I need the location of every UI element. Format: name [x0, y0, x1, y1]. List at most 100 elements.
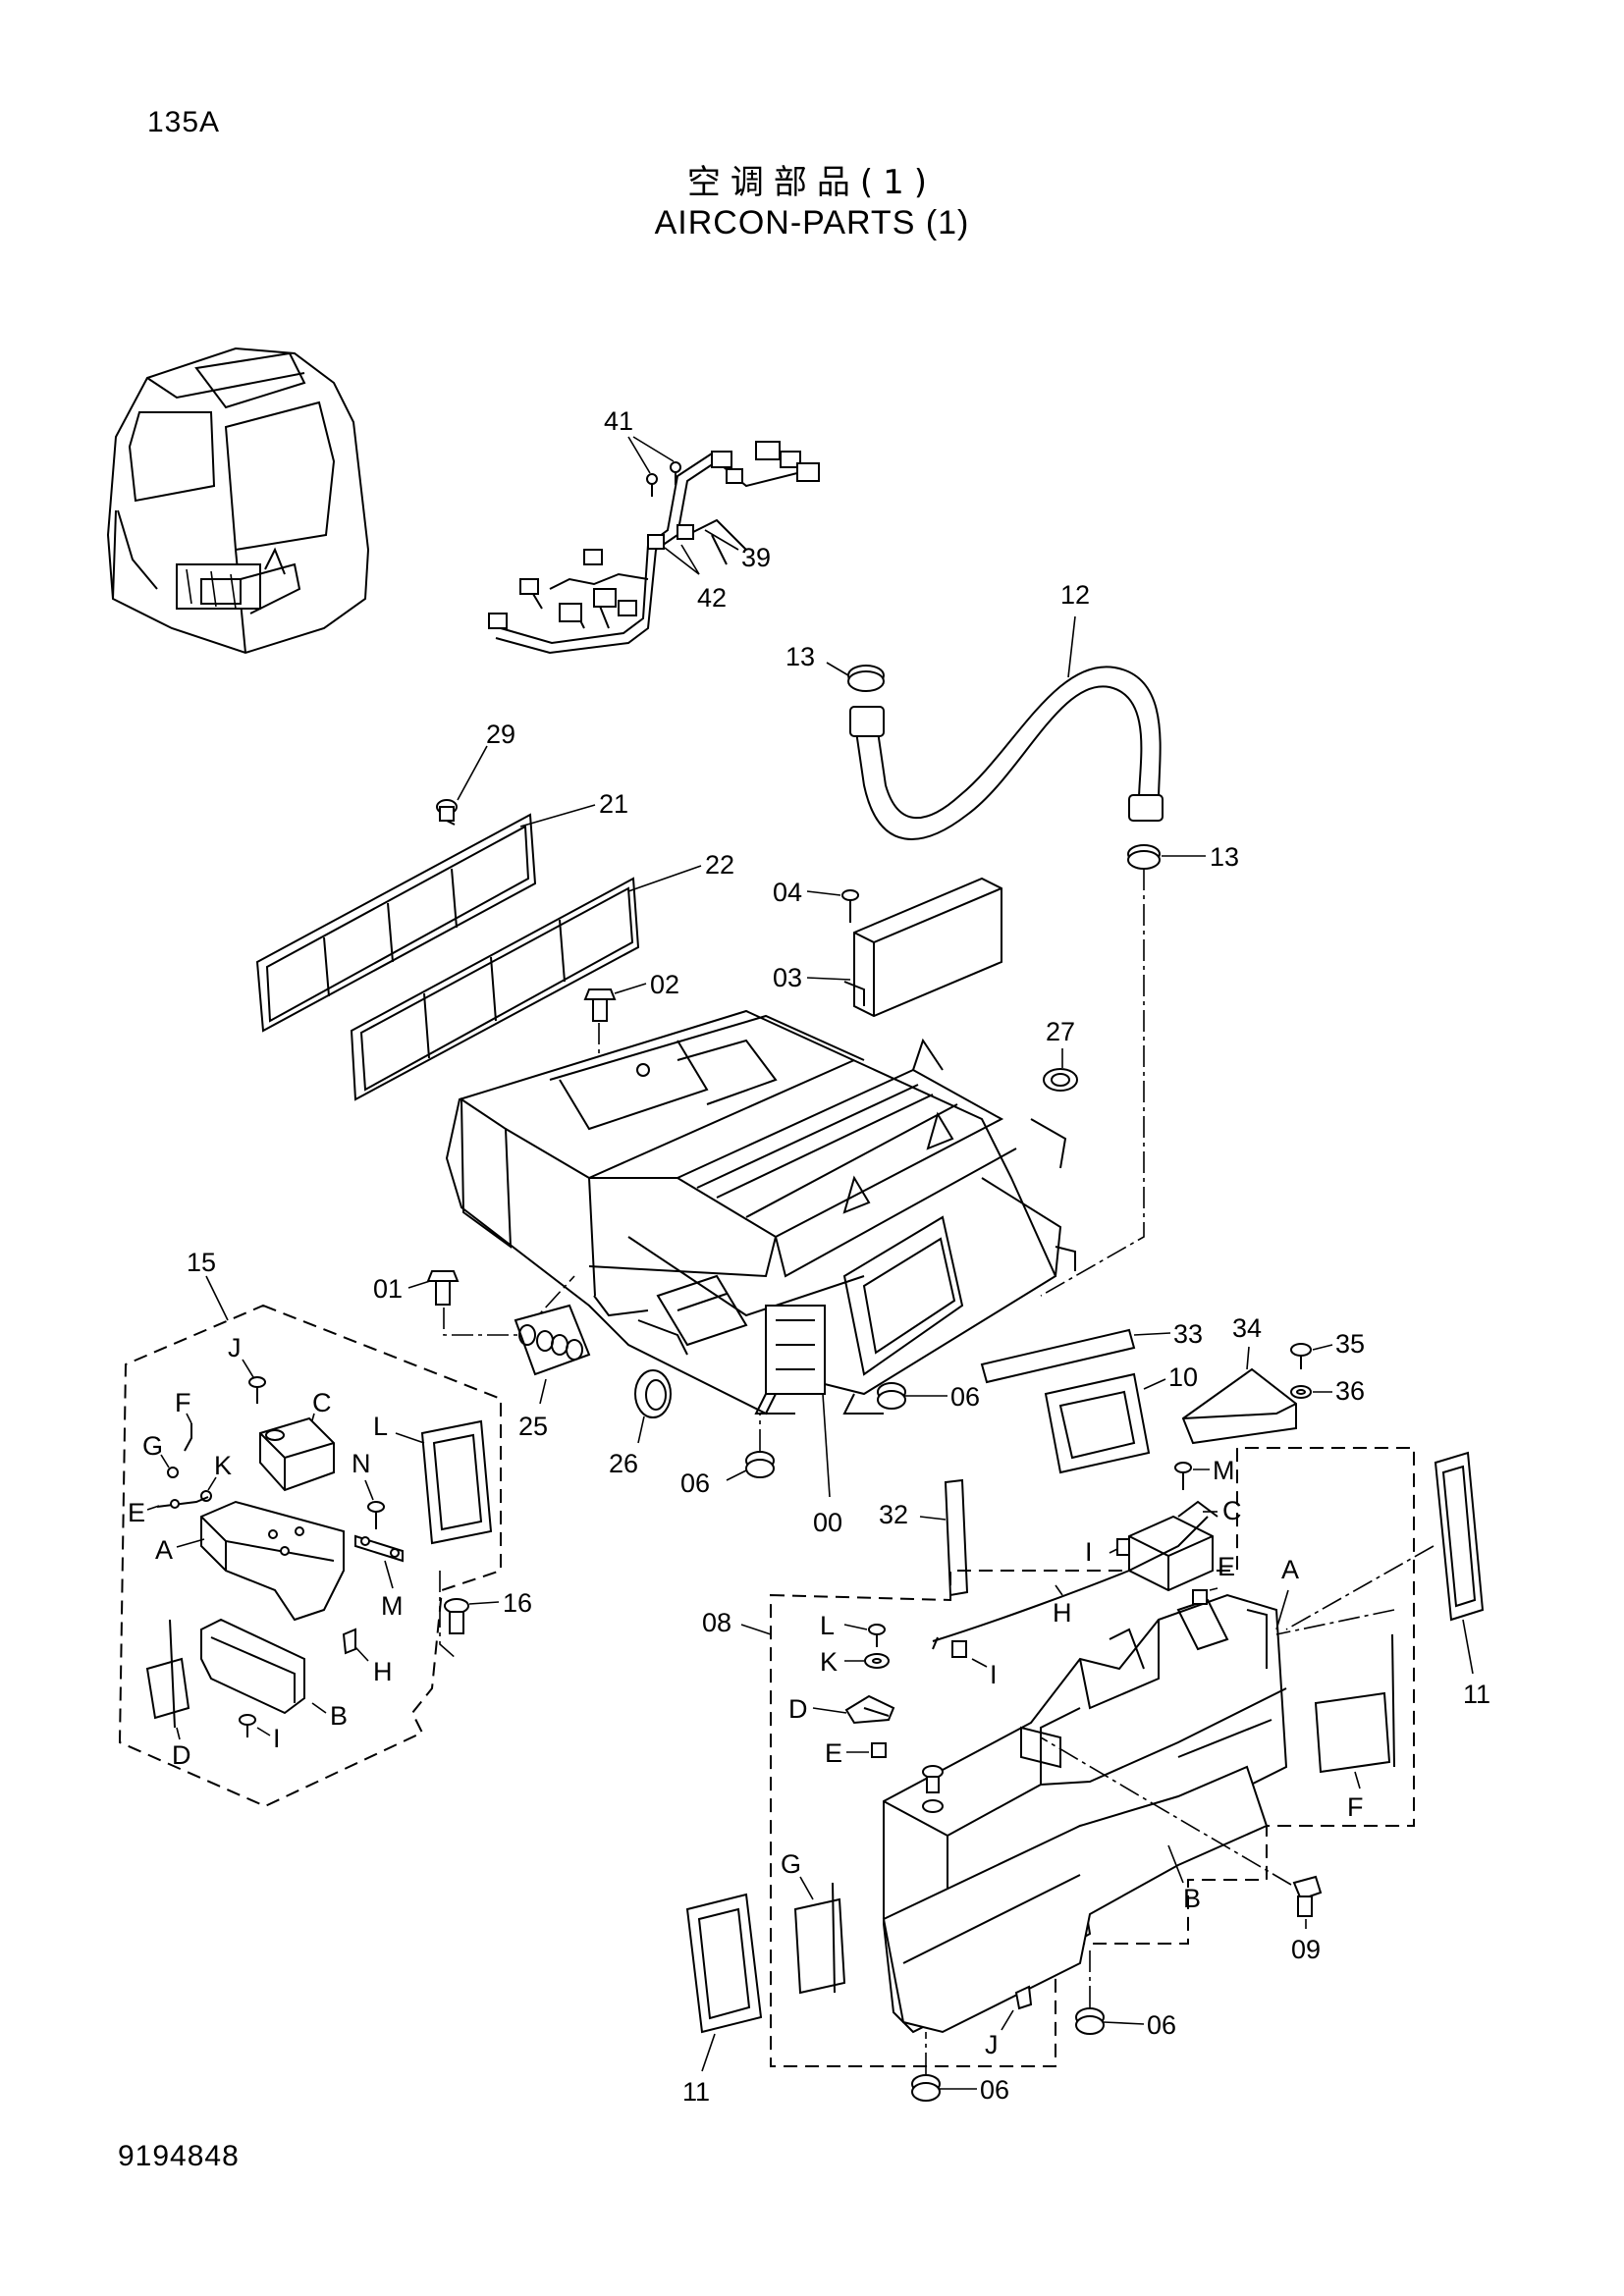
- mounting-bolt-lower: [426, 1270, 460, 1306]
- bracket-34: [1181, 1367, 1297, 1445]
- drain-hose: [849, 666, 1164, 840]
- label-N: N: [352, 1449, 371, 1478]
- callout-39: 39: [741, 543, 771, 572]
- callout-06-lower-right: 06: [1147, 2010, 1176, 2040]
- hose-clip: [1043, 1068, 1078, 1092]
- controller-box: [843, 877, 1002, 1018]
- callout-11-right: 11: [1463, 1680, 1490, 1709]
- label-L-left: L: [373, 1412, 388, 1441]
- hose-clamp-lower: [1127, 844, 1161, 870]
- label-H-right: H: [1053, 1598, 1072, 1628]
- label-J-right: J: [985, 2030, 999, 2059]
- screw-J-left: [248, 1376, 266, 1404]
- label-M-right: M: [1213, 1456, 1235, 1485]
- round-grommet: [634, 1369, 672, 1418]
- cushion-left: [745, 1451, 775, 1478]
- diagram-title-english: AIRCON-PARTS (1): [654, 204, 970, 241]
- label-D-left: D: [172, 1740, 191, 1770]
- callout-15: 15: [187, 1248, 216, 1277]
- duct-seal-10: [1044, 1372, 1151, 1474]
- lever-M-left: [354, 1534, 404, 1563]
- clip-G-left: [167, 1467, 179, 1478]
- link-E-left: [156, 1496, 209, 1509]
- label-A-right: A: [1281, 1555, 1299, 1584]
- callout-00: 00: [813, 1508, 842, 1537]
- label-K-right: K: [820, 1647, 838, 1677]
- cushion-center: [877, 1382, 906, 1410]
- actuator-motor-right: [1128, 1500, 1218, 1592]
- cushion-lower-left: [911, 2074, 941, 2102]
- clip-H-left: [342, 1628, 356, 1655]
- callout-34: 34: [1232, 1313, 1262, 1343]
- callout-42: 42: [697, 583, 727, 613]
- callout-13-lower: 13: [1210, 842, 1239, 872]
- callout-26: 26: [609, 1449, 638, 1478]
- screw-L-right: [868, 1624, 886, 1647]
- damper-door-F: [1314, 1633, 1395, 1774]
- document-number: 9194848: [118, 2140, 240, 2172]
- duct-seal-L: [420, 1419, 493, 1545]
- clip-J-right: [1014, 1985, 1033, 2010]
- filter-element: [350, 877, 640, 1101]
- seal-strip-33: [980, 1328, 1136, 1384]
- lever-D-right: [844, 1694, 895, 1725]
- duct-seal-11-right: [1434, 1451, 1485, 1622]
- callout-01: 01: [373, 1274, 403, 1304]
- label-M-left: M: [381, 1591, 404, 1621]
- callout-27: 27: [1046, 1017, 1075, 1046]
- filter-knob: [436, 799, 458, 826]
- label-J-left: J: [228, 1333, 242, 1362]
- callout-29: 29: [486, 720, 515, 749]
- label-B-right: B: [1183, 1884, 1201, 1913]
- damper-door-G: [793, 1882, 846, 1995]
- damper-shaft-D-left: [145, 1619, 190, 1729]
- callout-13-upper: 13: [785, 642, 815, 671]
- label-D-right: D: [788, 1694, 808, 1724]
- screw-I-left: [239, 1714, 256, 1737]
- diagram-title-chinese: 空调部品(1): [686, 163, 938, 202]
- washer-36: [1290, 1385, 1312, 1399]
- callout-08: 08: [702, 1608, 731, 1637]
- label-E-left: E: [128, 1498, 145, 1527]
- label-E-right-upper: E: [1218, 1552, 1235, 1581]
- callout-04: 04: [773, 878, 802, 907]
- damper-door-B-left: [200, 1618, 305, 1715]
- callout-06-center: 06: [950, 1382, 980, 1412]
- clip-I-right-upper: [1116, 1538, 1130, 1556]
- callout-25: 25: [518, 1412, 548, 1441]
- label-I-right-upper: I: [1085, 1537, 1093, 1567]
- assembly-group-boundary-left: [118, 1304, 502, 1808]
- operator-cab-illustration: [106, 347, 370, 655]
- label-I-left: I: [273, 1724, 281, 1753]
- callout-09: 09: [1291, 1935, 1321, 1964]
- label-G-left: G: [142, 1431, 163, 1461]
- callout-22: 22: [705, 850, 734, 880]
- callout-12: 12: [1060, 580, 1090, 610]
- callout-33: 33: [1173, 1319, 1203, 1349]
- label-L-right: L: [820, 1611, 835, 1640]
- label-K-left: K: [214, 1451, 232, 1480]
- label-B-left: B: [330, 1701, 348, 1731]
- wiring-harness: [488, 441, 820, 655]
- screw-35: [1290, 1343, 1312, 1369]
- callout-21: 21: [599, 789, 628, 819]
- callout-06-lower-left: 06: [980, 2075, 1009, 2105]
- callout-03: 03: [773, 963, 802, 992]
- label-C-left: C: [312, 1388, 332, 1417]
- duct-seal-11-left: [685, 1893, 763, 2034]
- callout-32: 32: [879, 1500, 908, 1529]
- clip-E-right-upper: [1192, 1589, 1208, 1605]
- washer-K-right: [864, 1653, 890, 1669]
- label-I-right-middle: I: [990, 1660, 998, 1689]
- clip-E-right-lower: [871, 1742, 887, 1758]
- seal-plate-32: [944, 1478, 969, 1597]
- bolt-16: [444, 1598, 469, 1634]
- clip-I-right-middle: [951, 1640, 967, 1658]
- page-code: 135A: [147, 106, 221, 138]
- callout-35: 35: [1335, 1329, 1365, 1359]
- label-F-right: F: [1347, 1792, 1364, 1822]
- cushion-lower-right: [1075, 2007, 1105, 2035]
- hose-clamp-upper: [847, 665, 885, 692]
- filter-frame: [255, 813, 537, 1033]
